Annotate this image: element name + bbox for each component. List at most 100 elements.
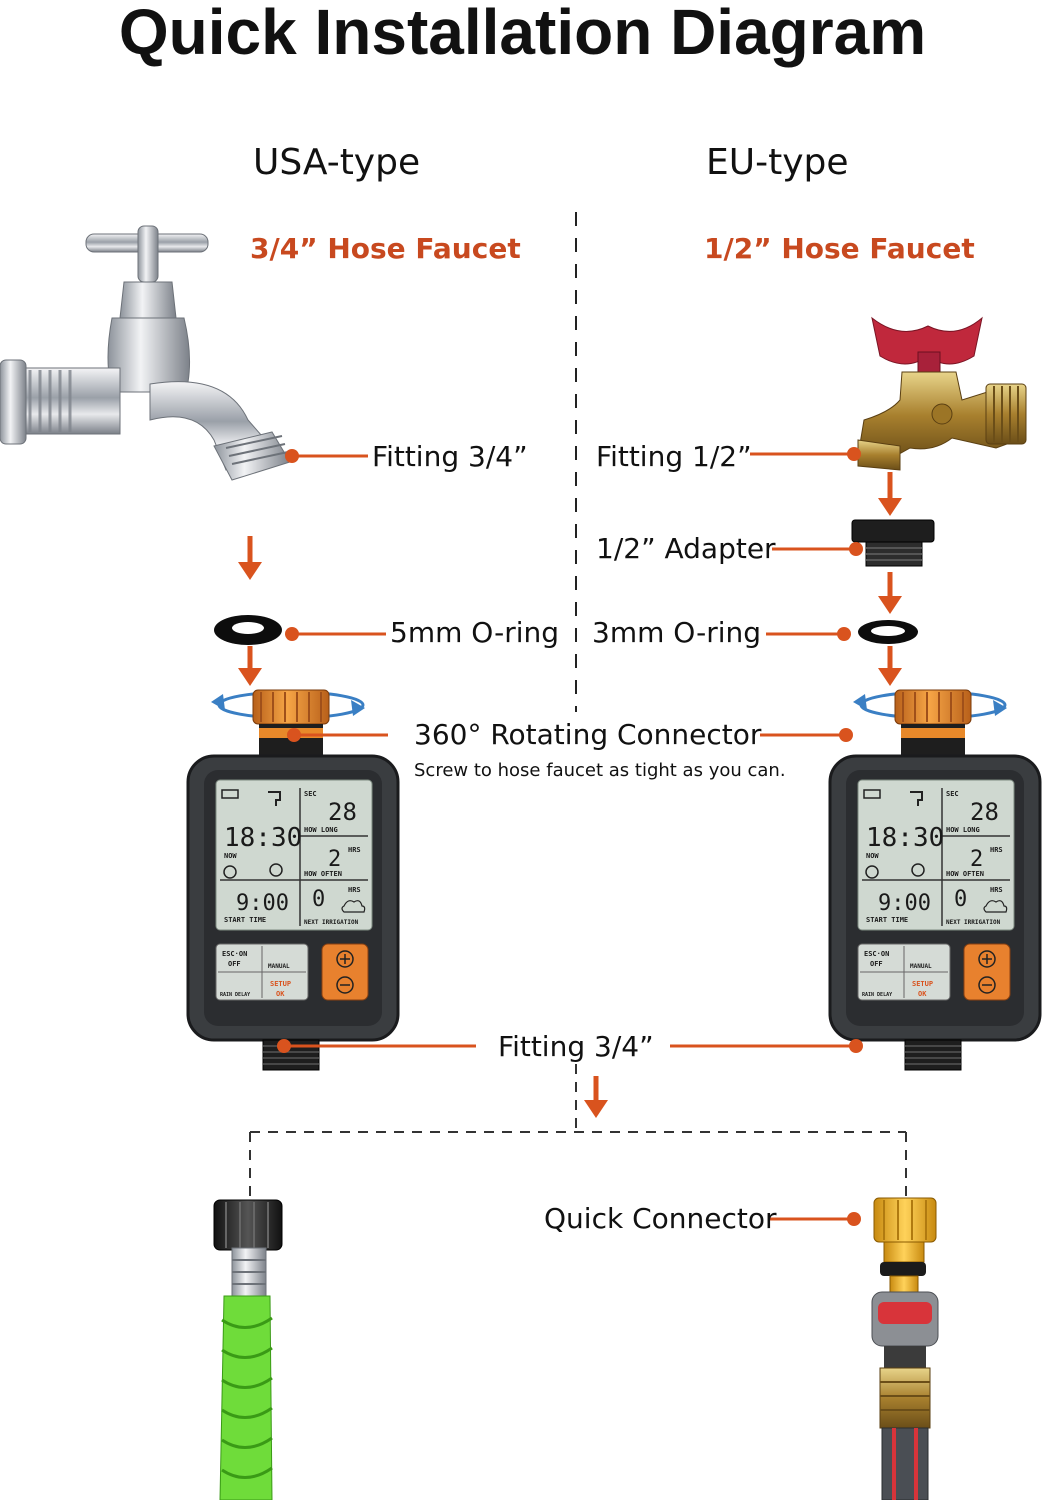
- usa-heading: USA-type: [253, 142, 421, 183]
- lcd-screen: [215, 779, 373, 931]
- lcd-hrs-label: HRS: [990, 886, 1003, 894]
- lcd-next-irrigation: NEXT IRRIGATION: [946, 919, 1001, 926]
- lcd-sec-value: 28: [970, 798, 999, 826]
- lcd-often-value: 2: [970, 847, 983, 872]
- lcd-now-label: NOW: [224, 852, 237, 860]
- btn-setup-label: SETUP: [270, 980, 291, 988]
- plus-icon: [978, 950, 996, 968]
- quick-connector-label: Quick Connector: [544, 1202, 777, 1235]
- lcd-sec-label: SEC: [946, 790, 959, 798]
- btn-setup-label: SETUP: [912, 980, 933, 988]
- eu-adapter-leader: [772, 542, 863, 556]
- usa-hose-image: [213, 1199, 283, 1500]
- lcd-screen: [857, 779, 1015, 931]
- lcd-next-value: 0: [954, 887, 967, 912]
- btn-esc-label: ESC·ON: [222, 950, 247, 958]
- eu-adapter-label: 1/2” Adapter: [596, 532, 776, 565]
- lcd-now-time: 18:30: [866, 823, 944, 853]
- lcd-hrs-label: HRS: [348, 846, 361, 854]
- btn-off-label: OFF: [228, 960, 241, 968]
- outlet-fitting-leader-right: [670, 1039, 863, 1053]
- eu-oring-leader: [766, 627, 851, 641]
- eu-fitting-label: Fitting 1/2”: [596, 440, 752, 473]
- usa-connector-leader: [287, 728, 388, 742]
- btn-ok-label: OK: [276, 990, 285, 998]
- btn-esc-label: ESC·ON: [864, 950, 889, 958]
- clock-icon: [865, 865, 879, 879]
- plus-minus-button: [963, 943, 1011, 1001]
- lcd-hrs-label: HRS: [990, 846, 1003, 854]
- lcd-now-time: 18:30: [224, 823, 302, 853]
- rotate-arrow-head: [853, 694, 867, 710]
- lcd-next-irrigation: NEXT IRRIGATION: [304, 919, 359, 926]
- rotating-connector-top: [894, 689, 972, 725]
- minus-icon: [978, 976, 996, 994]
- eu-faucet-image: [857, 316, 1027, 471]
- lcd-start-value: 9:00: [236, 891, 289, 916]
- lcd-now-label: NOW: [866, 852, 879, 860]
- clock-icon: [223, 865, 237, 879]
- page-title: Quick Installation Diagram: [118, 0, 927, 68]
- eu-quick-connector-image: [873, 1197, 937, 1293]
- usa-oring-label: 5mm O-ring: [390, 616, 559, 649]
- faucet-icon: [268, 791, 281, 806]
- eu-oring-image: [858, 620, 918, 644]
- eu-oring-label: 3mm O-ring: [592, 616, 761, 649]
- eu-faucet-size: 1/2” Hose Faucet: [704, 232, 975, 265]
- battery-icon: [221, 789, 239, 799]
- arrow-down-icon: [238, 536, 262, 580]
- btn-manual-label: MANUAL: [910, 963, 932, 970]
- usa-faucet-image: [0, 225, 291, 481]
- rotating-connector-top: [252, 689, 330, 725]
- eu-fitting-leader: [750, 447, 861, 461]
- arrow-down-icon: [878, 472, 902, 516]
- lcd-start-value: 9:00: [878, 891, 931, 916]
- lcd-hrs-label: HRS: [348, 886, 361, 894]
- arrow-down-icon: [878, 572, 902, 614]
- plus-icon: [336, 950, 354, 968]
- clock-icon: [269, 863, 283, 877]
- usa-fitting-leader: [285, 449, 368, 463]
- lcd-next-value: 0: [312, 887, 325, 912]
- rain-cloud-icon: [983, 900, 1008, 913]
- connector-band: [901, 728, 965, 738]
- rotate-arrow-head: [351, 700, 365, 716]
- outlet-fitting-leader-left: [277, 1039, 476, 1053]
- usa-fitting-label: Fitting 3/4”: [372, 440, 528, 473]
- battery-icon: [863, 789, 881, 799]
- btn-rain-label: RAIN DELAY: [220, 992, 250, 998]
- outlet-fitting-label: Fitting 3/4”: [498, 1030, 654, 1063]
- lcd-how-long: HOW LONG: [946, 826, 980, 834]
- lcd-how-often: HOW OFTEN: [946, 870, 984, 878]
- btn-off-label: OFF: [870, 960, 883, 968]
- lcd-start-time: START TIME: [224, 916, 266, 924]
- lcd-sec-value: 28: [328, 798, 357, 826]
- clock-icon: [911, 863, 925, 877]
- eu-adapter-image: [851, 519, 935, 567]
- rotating-connector-label: 360° Rotating Connector: [414, 718, 762, 751]
- lcd-how-long: HOW LONG: [304, 826, 338, 834]
- usa-oring-leader: [285, 627, 386, 641]
- rain-cloud-icon: [341, 900, 366, 913]
- arrow-down-icon: [878, 646, 902, 686]
- btn-ok-label: OK: [918, 990, 927, 998]
- outlet-thread: [904, 1039, 962, 1071]
- minus-icon: [336, 976, 354, 994]
- eu-connector-leader: [760, 728, 853, 742]
- btn-manual-label: MANUAL: [268, 963, 290, 970]
- usa-oring-image: [214, 615, 282, 645]
- lcd-sec-label: SEC: [304, 790, 317, 798]
- branch-dashed-lines: [249, 1064, 907, 1196]
- eu-heading: EU-type: [706, 142, 849, 183]
- eu-hose-image: [871, 1291, 939, 1500]
- btn-rain-label: RAIN DELAY: [862, 992, 892, 998]
- arrow-down-icon: [584, 1076, 608, 1118]
- plus-minus-button: [321, 943, 369, 1001]
- lcd-often-value: 2: [328, 847, 341, 872]
- rotate-arrow-head: [993, 700, 1007, 716]
- lcd-how-often: HOW OFTEN: [304, 870, 342, 878]
